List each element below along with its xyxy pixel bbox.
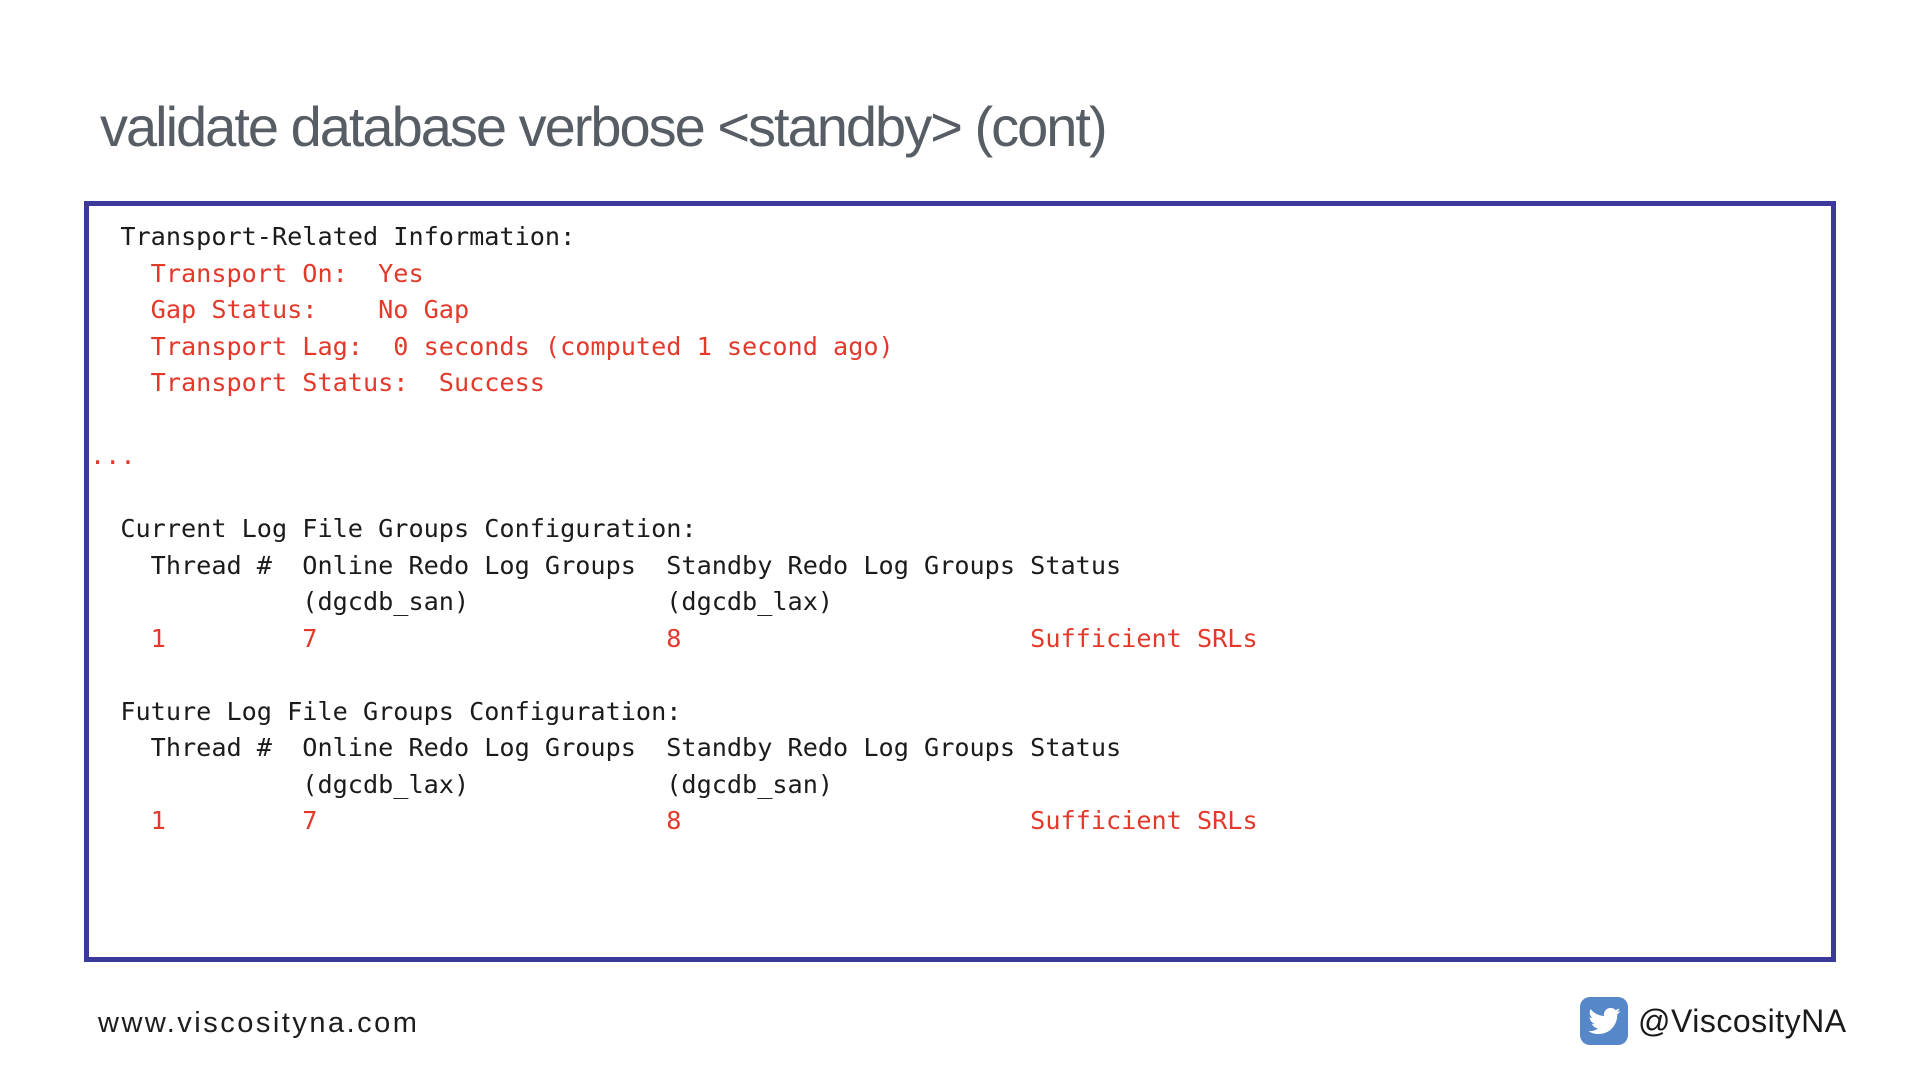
terminal-line bbox=[90, 402, 1831, 439]
terminal-line: Transport On: Yes bbox=[90, 258, 424, 288]
terminal-line: Transport Lag: 0 seconds (computed 1 sec… bbox=[90, 331, 894, 361]
terminal-line: Transport-Related Information: bbox=[90, 222, 576, 251]
terminal-line bbox=[90, 657, 1831, 694]
terminal-output-box: Transport-Related Information: Transport… bbox=[84, 201, 1836, 962]
twitter-bird-icon[interactable] bbox=[1580, 997, 1628, 1045]
terminal-line bbox=[90, 475, 1831, 512]
twitter-handle[interactable]: @ViscosityNA bbox=[1638, 1002, 1847, 1039]
terminal-line: Current Log File Groups Configuration: bbox=[90, 514, 697, 543]
page-title: validate database verbose <standby> (con… bbox=[100, 95, 1108, 158]
terminal-line: Future Log File Groups Configuration: bbox=[90, 696, 682, 726]
terminal-output: Transport-Related Information: Transport… bbox=[89, 206, 1831, 840]
terminal-line: Thread # Online Redo Log Groups Standby … bbox=[90, 550, 1122, 580]
terminal-line: Gap Status: No Gap bbox=[90, 295, 470, 324]
terminal-line: Thread # Online Redo Log Groups Standby … bbox=[90, 733, 1122, 762]
terminal-line: Transport Status: Success bbox=[90, 368, 545, 397]
terminal-line: (dgcdb_lax) (dgcdb_san) bbox=[90, 769, 834, 799]
terminal-line: 1 7 8 Sufficient SRLs bbox=[90, 623, 1258, 653]
terminal-line: ... bbox=[90, 441, 136, 470]
terminal-line: 1 7 8 Sufficient SRLs bbox=[90, 806, 1258, 835]
twitter-badge[interactable]: @ViscosityNA bbox=[1580, 997, 1847, 1045]
website-link[interactable]: www.viscosityna.com bbox=[98, 1007, 420, 1039]
terminal-line: (dgcdb_san) (dgcdb_lax) bbox=[90, 587, 834, 616]
